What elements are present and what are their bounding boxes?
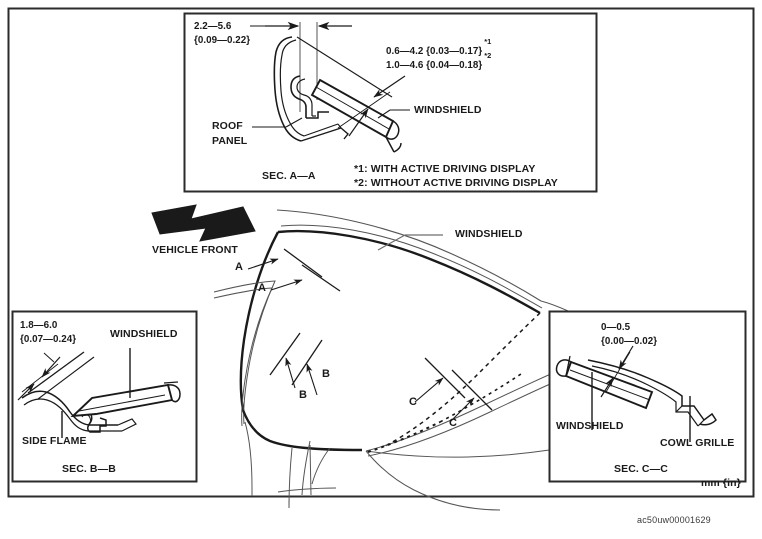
section-a-windshield-label: WINDSHIELD bbox=[414, 104, 482, 116]
section-b-windshield-label: WINDSHIELD bbox=[110, 328, 178, 340]
vehicle-front-label: VEHICLE FRONT bbox=[152, 244, 238, 256]
section-c-dim-in: {0.00—0.02} bbox=[601, 336, 658, 347]
section-marker-c2: C bbox=[449, 417, 457, 429]
windshield-glass-section-b bbox=[70, 383, 174, 418]
section-a-dim-gap-2-note: *2 bbox=[484, 50, 492, 60]
overview-windshield-label: WINDSHIELD bbox=[455, 228, 523, 240]
section-marker-a2: A bbox=[258, 282, 266, 294]
section-b-dim-in: {0.07—0.24} bbox=[20, 334, 77, 345]
section-marker-c1: C bbox=[409, 396, 417, 408]
section-a-dim-top-in: {0.09—0.22} bbox=[194, 35, 251, 46]
section-b-panel bbox=[11, 310, 198, 483]
section-b-side-flame-label: SIDE FLAME bbox=[22, 435, 87, 447]
section-a-frame bbox=[183, 12, 598, 193]
units-note: mm {in} bbox=[701, 477, 741, 489]
vehicle-front-arrow-icon bbox=[151, 204, 256, 242]
section-a-dim-gap-2: 1.0—4.6 {0.04—0.18} bbox=[386, 60, 483, 71]
section-a-dim-gap-1: 0.6—4.2 {0.03—0.17} bbox=[386, 46, 483, 57]
section-a-footnote-2: *2: WITHOUT ACTIVE DRIVING DISPLAY bbox=[354, 177, 558, 189]
section-a-dim-gap-2-row: 1.0—4.6 {0.04—0.18}*2 bbox=[386, 51, 491, 73]
section-a-dim-top-mm: 2.2—5.6 bbox=[194, 21, 232, 32]
section-a-roof-panel-label-line2: PANEL bbox=[212, 135, 248, 147]
section-marker-a1: A bbox=[235, 261, 243, 273]
section-a-dim-gap-1-note: *1 bbox=[484, 36, 492, 46]
section-a-title: SEC. A—A bbox=[262, 170, 316, 182]
section-marker-b2: B bbox=[299, 389, 307, 401]
section-c-title: SEC. C—C bbox=[614, 463, 668, 475]
outer-frame bbox=[7, 7, 755, 498]
section-a-panel bbox=[183, 12, 598, 193]
section-b-title: SEC. B—B bbox=[62, 463, 116, 475]
section-a-dim-gap-1-row: 0.6—4.2 {0.03—0.17}*1 bbox=[386, 37, 491, 59]
section-c-dim-mm: 0—0.5 bbox=[601, 322, 631, 333]
section-marker-b1: B bbox=[322, 368, 330, 380]
section-c-cowl-grille-label: COWL GRILLE bbox=[660, 437, 735, 449]
section-b-dim-mm: 1.8—6.0 bbox=[20, 320, 58, 331]
section-c-panel bbox=[548, 310, 747, 483]
section-a-footnote-1: *1: WITH ACTIVE DRIVING DISPLAY bbox=[354, 163, 536, 175]
section-a-roof-panel-label-line1: ROOF bbox=[212, 120, 243, 132]
figure-id-caption: ac50uw00001629 bbox=[637, 515, 711, 525]
section-c-windshield-label: WINDSHIELD bbox=[556, 420, 624, 432]
